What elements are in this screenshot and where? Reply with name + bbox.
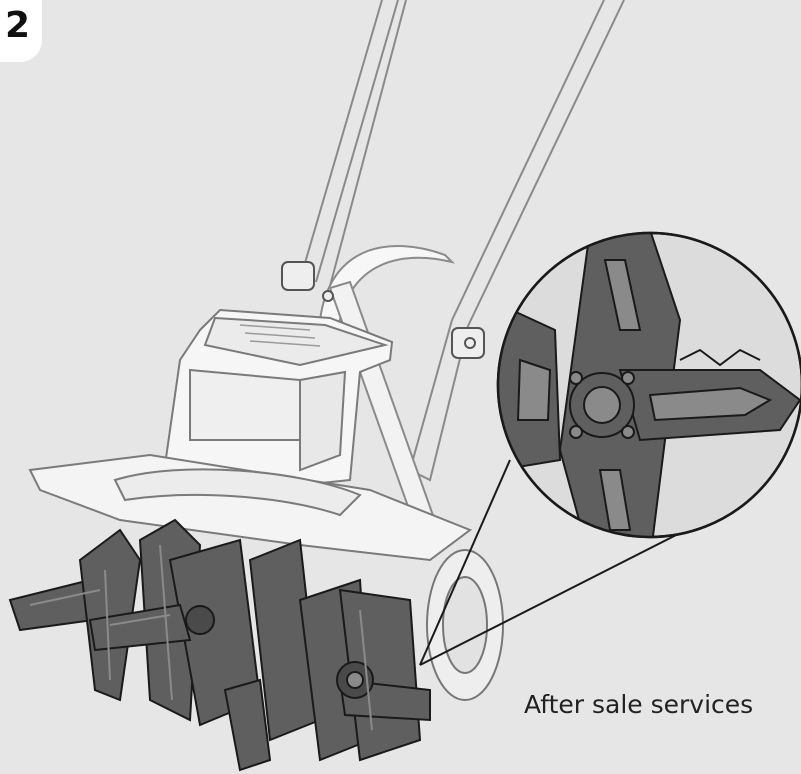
tine-assembly xyxy=(8,518,431,772)
zoom-detail-circle xyxy=(496,231,801,539)
knob-icons xyxy=(281,261,485,359)
caption-text: After sale services xyxy=(524,690,754,719)
zoom-callout-lines xyxy=(419,459,691,666)
tiller-deck xyxy=(28,453,473,562)
step-number: 2 xyxy=(4,5,30,46)
motor-housing xyxy=(158,308,394,502)
wheel xyxy=(426,549,504,701)
step-badge: 2 xyxy=(0,0,42,62)
tine-slots xyxy=(29,544,373,731)
handle-bars xyxy=(299,0,625,482)
